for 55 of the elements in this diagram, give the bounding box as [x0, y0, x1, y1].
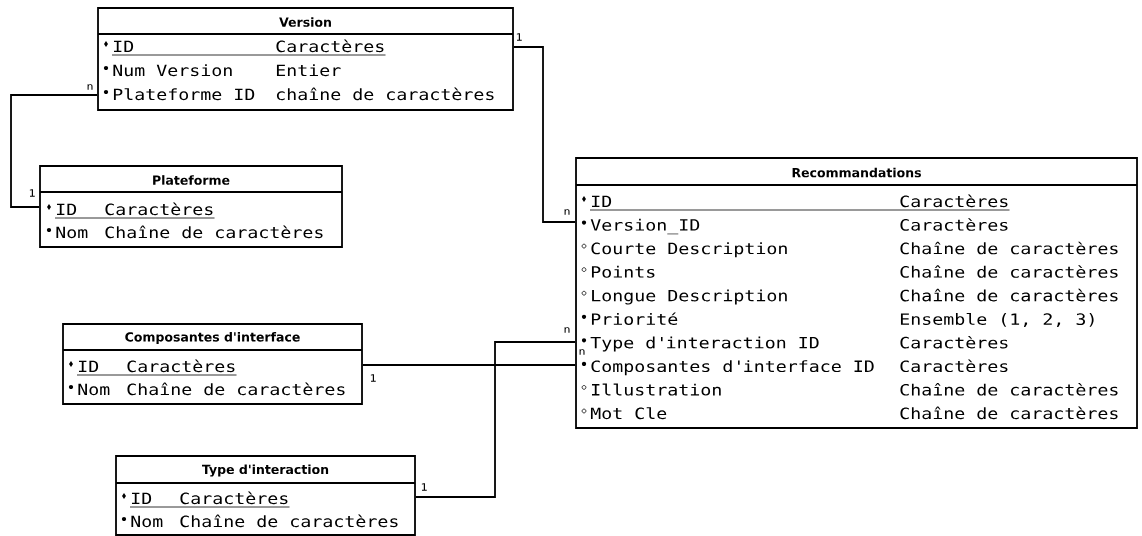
attribute-type: Chaîne de caractères: [900, 265, 1118, 278]
attribute-type: Caractères: [900, 359, 1008, 373]
attribute-type: Entier: [276, 64, 341, 77]
attribute-name: Nom: [78, 383, 110, 396]
attribute-name: ID: [79, 360, 99, 372]
table-title: Type d'interaction: [202, 464, 329, 477]
attribute-name: Illustration: [592, 383, 721, 396]
attribute-type: Caractères: [900, 218, 1008, 231]
attribute-name: Points: [591, 265, 655, 278]
connector-line: [513, 46, 576, 223]
attribute-type: Caractères: [105, 202, 213, 216]
attribute-name: Version_ID: [590, 218, 700, 235]
attribute-type: Caractères: [127, 359, 235, 373]
attribute-type: Chaîne de caractères: [900, 406, 1118, 420]
attribute-type: Ensemble (1, 2, 3): [900, 312, 1094, 327]
attribute-type: Caractères: [900, 194, 1008, 208]
attribute-name: Nom: [131, 515, 163, 528]
cardinality-label: n: [579, 349, 585, 355]
connector-line: [10, 94, 98, 208]
attribute-name: Type d'interaction ID: [590, 336, 819, 352]
attribute-type: Caractères: [900, 335, 1008, 349]
cardinality-label: 1: [370, 374, 376, 382]
attribute-type: Chaîne de caractères: [105, 225, 323, 239]
cardinality-label: 1: [421, 483, 427, 491]
attribute-name: ID: [57, 203, 77, 215]
cardinality-label: n: [564, 209, 570, 215]
attribute-name: Plateforme ID: [113, 88, 255, 101]
attribute-name: Courte Description: [591, 242, 787, 258]
connector-line: [362, 364, 576, 366]
table-title: Composantes d'interface: [125, 331, 300, 345]
attribute-type: Caractères: [180, 491, 288, 505]
table-title: Version: [279, 17, 331, 27]
attribute-name: ID: [592, 195, 612, 207]
cardinality-label: n: [564, 327, 570, 333]
attribute-name: Longue Description: [592, 289, 787, 305]
attribute-name: Composantes d'interface ID: [591, 360, 874, 376]
attribute-type: Chaîne de caractères: [900, 288, 1118, 302]
cardinality-label: n: [87, 84, 93, 90]
attribute-name: ID: [132, 492, 152, 504]
attribute-name: Nom: [56, 226, 88, 239]
cardinality-label: 1: [516, 33, 522, 41]
attribute-type: chaîne de caractères: [276, 87, 494, 101]
cardinality-label: 1: [29, 189, 35, 197]
attribute-type: Chaîne de caractères: [900, 383, 1118, 396]
attribute-type: Chaîne de caractères: [180, 514, 398, 528]
table-title: Recommandations: [792, 167, 921, 178]
attribute-name: Priorité: [591, 312, 678, 325]
table-title: Plateforme: [153, 175, 230, 185]
attribute-name: Num Version: [113, 64, 232, 77]
attribute-type: Chaîne de caractères: [127, 382, 345, 396]
attribute-name: ID: [114, 40, 134, 52]
attribute-name: Mot Cle: [591, 407, 667, 420]
connector-line: [415, 341, 576, 498]
attribute-type: Chaîne de caractères: [900, 241, 1118, 255]
attribute-type: Caractères: [276, 39, 384, 53]
